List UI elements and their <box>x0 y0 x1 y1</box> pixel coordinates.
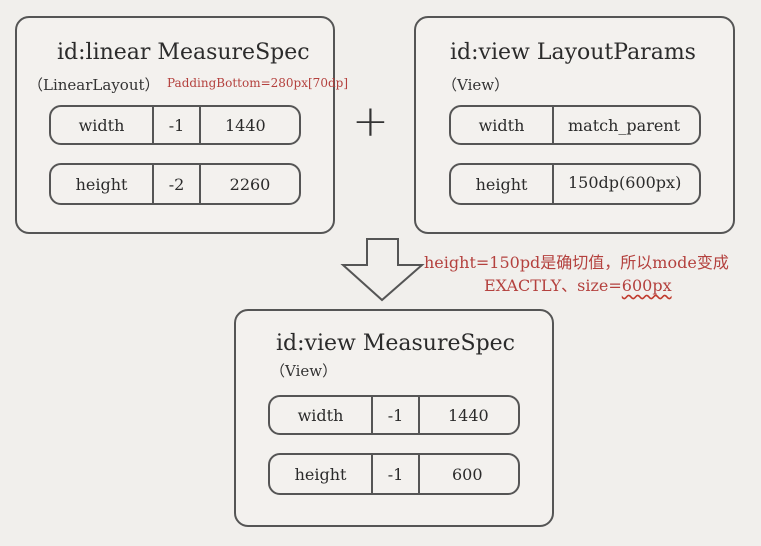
annotation-line-1: height=150pd是确切值，所以mode变成 <box>424 253 729 272</box>
result-height-row: height -1 600 <box>268 453 520 495</box>
padding-bottom-note: PaddingBottom=280px[70dp] <box>167 76 348 90</box>
row-mode: -1 <box>152 107 199 143</box>
annotation-line-2-prefix: EXACTLY、size= <box>484 276 622 295</box>
params-box-title: id:view LayoutParams <box>450 40 696 65</box>
annotation-line-2: EXACTLY、size=600px <box>484 272 672 296</box>
row-label: width <box>478 115 525 135</box>
row-value: 150dp(600px) <box>552 165 699 203</box>
row-mode: -1 <box>371 455 418 493</box>
row-mode: -2 <box>152 165 199 203</box>
result-box-title: id:view MeasureSpec <box>276 331 515 356</box>
row-label: height <box>294 464 347 484</box>
row-mode: -1 <box>371 397 418 433</box>
plus-sign: + <box>352 96 389 147</box>
params-width-row: width match_parent <box>449 105 701 145</box>
linear-box-subtitle: （LinearLayout） <box>28 76 160 94</box>
result-box-subtitle: （View） <box>270 362 338 380</box>
result-width-row: width -1 1440 <box>268 395 520 435</box>
linear-height-row: height -2 2260 <box>49 163 301 205</box>
row-size: 1440 <box>418 397 518 433</box>
row-label: height <box>75 174 128 194</box>
row-label: height <box>475 174 528 194</box>
linear-width-row: width -1 1440 <box>49 105 301 145</box>
row-value: match_parent <box>552 107 699 143</box>
row-size: 600 <box>418 455 518 493</box>
annotation-size-highlight: 600px <box>621 276 672 295</box>
row-label: width <box>297 405 344 425</box>
params-height-row: height 150dp(600px) <box>449 163 701 205</box>
row-size: 2260 <box>199 165 299 203</box>
row-label: width <box>78 115 125 135</box>
linear-box-title: id:linear MeasureSpec <box>57 40 310 65</box>
params-box-subtitle: （View） <box>442 76 510 94</box>
row-size: 1440 <box>199 107 299 143</box>
